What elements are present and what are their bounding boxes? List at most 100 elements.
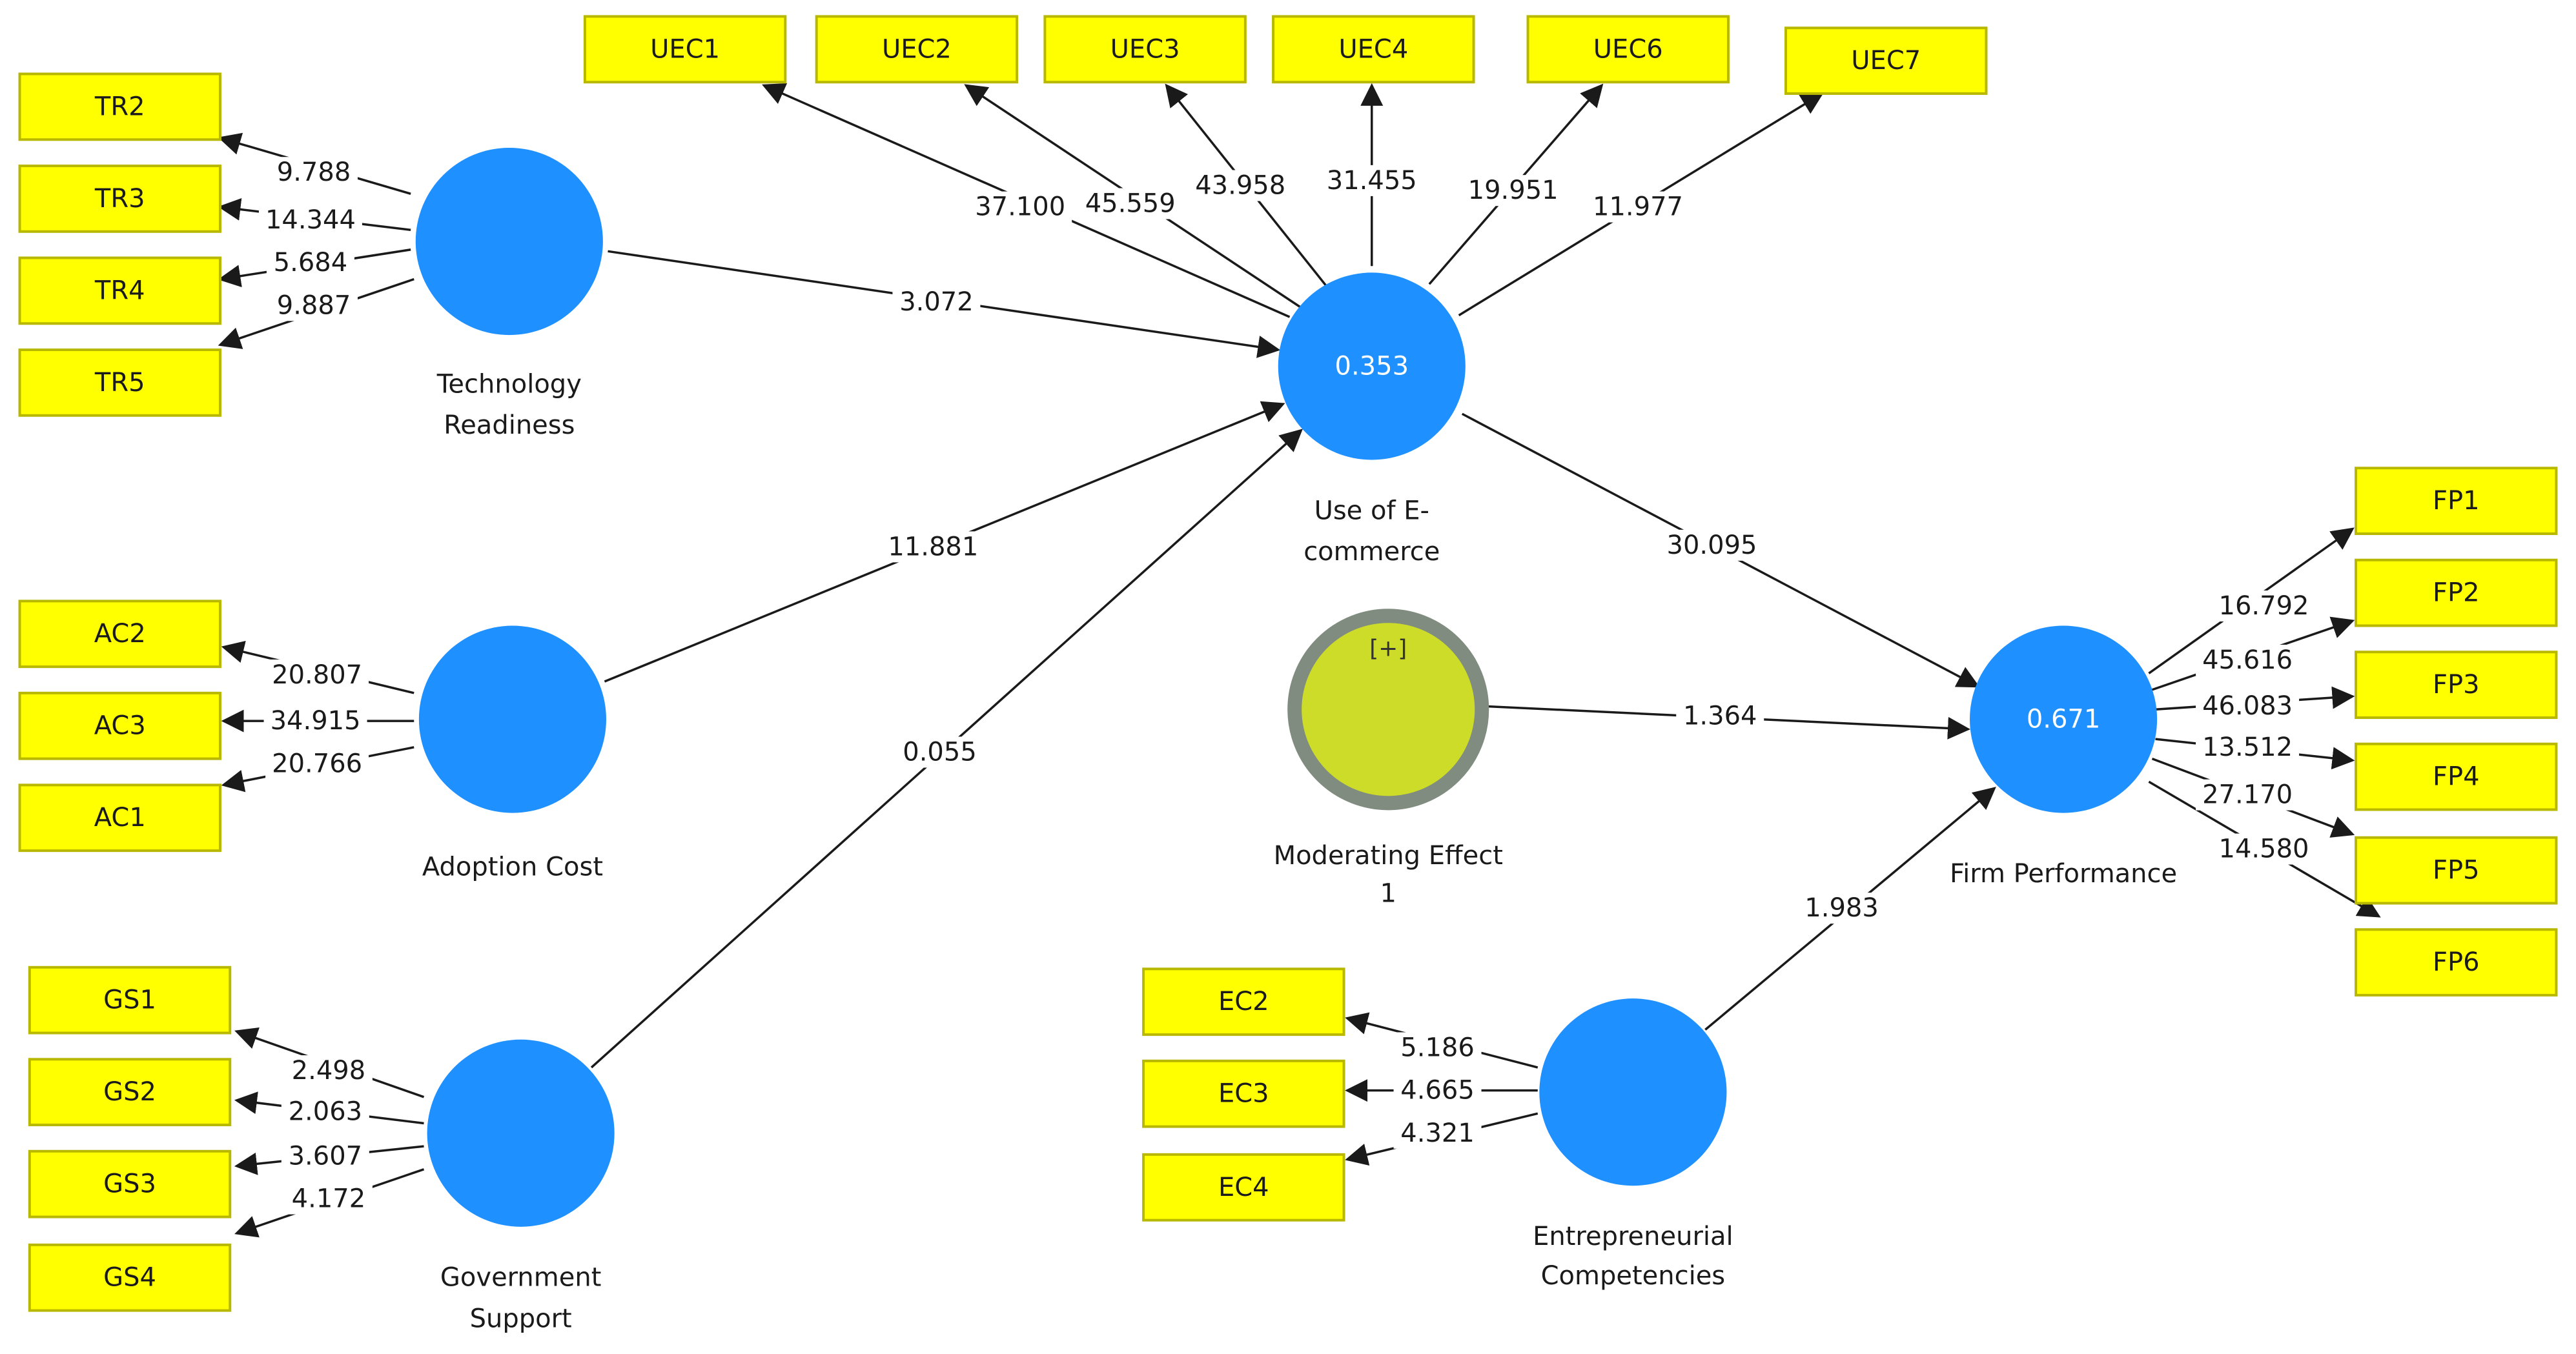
loading-label-bg-uec-uec1 <box>968 191 1072 223</box>
indicator-box <box>2355 558 2558 627</box>
indicator-uec6[interactable]: UEC6 <box>1526 15 1730 84</box>
indicator-ec3[interactable]: EC3 <box>1142 1059 1345 1128</box>
loading-value-fp-fp5: 27.170 <box>2202 780 2293 810</box>
construct-name-line: Readiness <box>444 410 575 440</box>
indicator-label: TR4 <box>94 276 145 305</box>
indicator-tr5[interactable]: TR5 <box>18 349 221 417</box>
indicator-ac1[interactable]: AC1 <box>18 783 221 853</box>
indicator-box <box>2355 836 2558 905</box>
construct-name-line: commerce <box>1303 537 1440 567</box>
loading-label-bg-gs-gs1 <box>284 1055 373 1087</box>
indicator-fp5[interactable]: FP5 <box>2355 836 2558 905</box>
indicator-gs1[interactable]: GS1 <box>28 965 232 1035</box>
indicator-label: GS1 <box>103 985 156 1015</box>
loading-label-bg-tr-tr3 <box>258 204 362 236</box>
loading-label-bg-tr-tr4 <box>266 247 354 279</box>
indicator-fp1[interactable]: FP1 <box>2355 467 2558 536</box>
indicator-uec3[interactable]: UEC3 <box>1043 15 1247 84</box>
loading-label-bg-uec-uec4 <box>1320 165 1424 196</box>
loading-value-tr-tr5: 9.887 <box>277 290 351 320</box>
indicator-uec2[interactable]: UEC2 <box>815 15 1019 84</box>
loading-label-bg-uec-uec6 <box>1461 175 1565 207</box>
indicator-uec1[interactable]: UEC1 <box>583 15 787 84</box>
loading-value-tr-tr3: 14.344 <box>265 205 356 235</box>
indicator-tr3[interactable]: TR3 <box>18 165 221 233</box>
indicator-tr2[interactable]: TR2 <box>18 72 221 141</box>
path-label-bg-tr-uec <box>892 287 981 318</box>
indicator-uec7[interactable]: UEC7 <box>1784 26 1988 96</box>
loading-label-bg-fp-fp1 <box>2212 590 2316 621</box>
indicator-label: TR2 <box>94 92 145 121</box>
indicator-gs4[interactable]: GS4 <box>28 1243 232 1312</box>
loading-value-uec-uec7: 11.977 <box>1593 192 1683 222</box>
indicator-tr4[interactable]: TR4 <box>18 256 221 325</box>
indicator-label: UEC4 <box>1338 34 1408 64</box>
path-label-bg-uec-fp <box>1660 529 1764 561</box>
construct-ac[interactable]: Adoption Cost <box>418 625 606 882</box>
loading-label-bg-fp-fp3 <box>2196 691 2300 722</box>
indicator-ec2[interactable]: EC2 <box>1142 967 1345 1036</box>
indicator-box <box>18 256 221 325</box>
indicator-box <box>28 965 232 1035</box>
r-squared-value: 0.671 <box>2027 705 2101 734</box>
indicator-box <box>1526 15 1730 84</box>
loading-label-bg-gs-gs3 <box>281 1140 369 1172</box>
construct-name-line: Technology <box>436 369 582 399</box>
indicator-label: AC2 <box>94 619 146 649</box>
indicator-uec4[interactable]: UEC4 <box>1272 15 1475 84</box>
indicator-label: FP1 <box>2433 486 2480 516</box>
indicator-ac2[interactable]: AC2 <box>18 600 221 669</box>
construct-circle <box>1278 272 1466 460</box>
loading-value-fp-fp3: 46.083 <box>2202 691 2293 721</box>
indicator-box <box>2355 742 2558 811</box>
indicator-fp2[interactable]: FP2 <box>2355 558 2558 627</box>
loading-label-bg-ac-ac2 <box>265 659 369 691</box>
construct-name-line: Adoption Cost <box>422 853 603 882</box>
loading-value-fp-fp2: 45.616 <box>2202 645 2293 675</box>
indicator-label: TR3 <box>94 184 145 214</box>
indicator-ec4[interactable]: EC4 <box>1142 1153 1345 1222</box>
construct-circle <box>1539 998 1727 1186</box>
indicator-box <box>28 1149 232 1218</box>
construct-name-line: Moderating Effect <box>1274 841 1503 871</box>
indicator-box <box>28 1058 232 1127</box>
indicator-fp4[interactable]: FP4 <box>2355 742 2558 811</box>
construct-name-line: Government <box>440 1263 601 1293</box>
loading-value-gs-gs1: 2.498 <box>292 1056 366 1086</box>
indicator-label: AC3 <box>94 711 146 741</box>
indicator-label: UEC6 <box>1593 34 1663 64</box>
loading-value-uec-uec1: 37.100 <box>975 192 1065 222</box>
expand-indicator: [+] <box>1369 636 1407 662</box>
moderator-circle <box>1287 609 1489 811</box>
indicator-label: FP5 <box>2433 856 2480 885</box>
loading-label-bg-ac-ac1 <box>265 748 369 780</box>
indicator-gs2[interactable]: GS2 <box>28 1058 232 1127</box>
construct-me[interactable]: [+] Moderating Effect 1 <box>1274 609 1503 908</box>
indicator-fp6[interactable]: FP6 <box>2355 928 2558 997</box>
indicator-gs3[interactable]: GS3 <box>28 1149 232 1218</box>
loading-value-ec-ec4: 4.321 <box>1400 1118 1475 1148</box>
loading-label-bg-fp-fp6 <box>2212 833 2316 865</box>
indicator-label: UEC7 <box>1851 46 1921 76</box>
indicator-label: GS3 <box>103 1169 156 1199</box>
construct-name-line: Entrepreneurial <box>1533 1222 1733 1251</box>
path-label-bg-ac-uec <box>881 531 985 563</box>
loading-label-bg-fp-fp4 <box>2196 731 2300 763</box>
loading-value-tr-tr4: 5.684 <box>274 248 348 278</box>
construct-name-line: Support <box>470 1304 572 1333</box>
loading-label-bg-uec-uec2 <box>1078 188 1182 219</box>
construct-name-line: 1 <box>1380 878 1396 908</box>
path-value-ec-fp: 1.983 <box>1804 893 1879 923</box>
indicator-ac3[interactable]: AC3 <box>18 691 221 760</box>
r-squared-value: 0.353 <box>1335 351 1409 381</box>
loading-value-gs-gs3: 3.607 <box>289 1141 363 1171</box>
loading-value-ac-ac2: 20.807 <box>272 660 362 690</box>
indicator-label: UEC3 <box>1110 34 1180 64</box>
indicator-fp3[interactable]: FP3 <box>2355 651 2558 720</box>
